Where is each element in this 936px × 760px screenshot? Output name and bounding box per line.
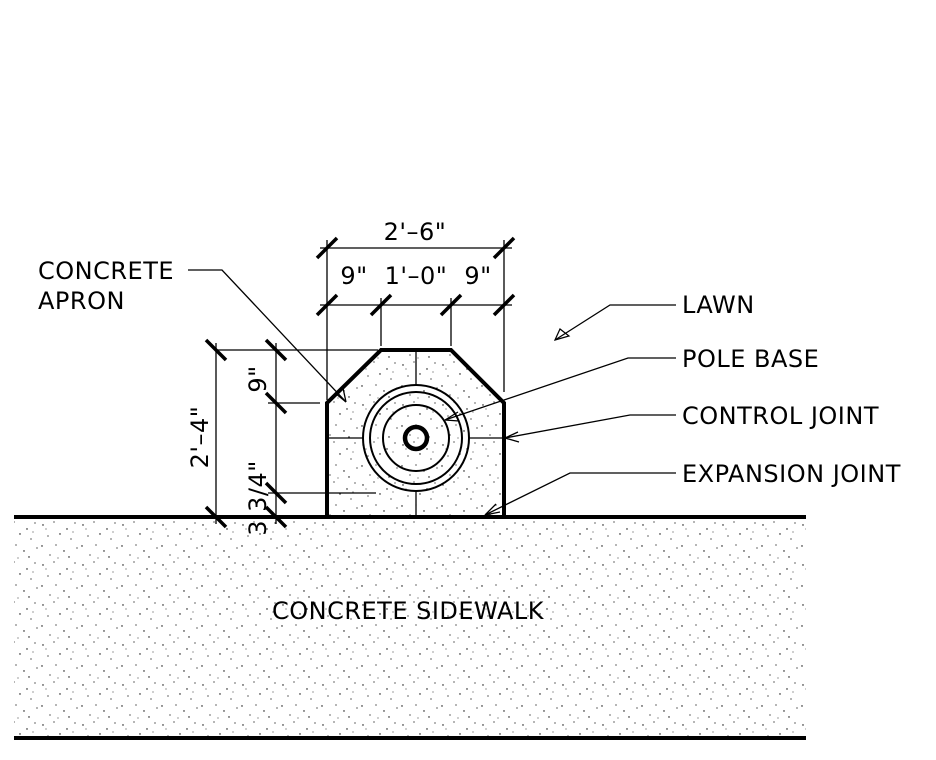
expansion-joint-leader bbox=[484, 472, 676, 516]
left-width-label: 9" bbox=[340, 262, 367, 290]
leader-arrowhead bbox=[334, 387, 347, 403]
pole-base-outer-ring bbox=[369, 391, 463, 485]
lawn-label: LAWN bbox=[682, 291, 755, 319]
leaders bbox=[188, 269, 676, 516]
tick-mark bbox=[492, 293, 516, 317]
control-joint-label: CONTROL JOINT bbox=[682, 402, 879, 430]
concrete-sidewalk bbox=[14, 515, 806, 740]
concrete-apron-leader bbox=[188, 269, 347, 403]
leader-arrowhead bbox=[444, 411, 460, 422]
expansion-joint-ring bbox=[362, 384, 470, 492]
top-dimensions: 2'–6" 9" 1'–0" 9" bbox=[315, 218, 516, 400]
pole-base bbox=[362, 384, 470, 492]
tick-mark bbox=[492, 236, 516, 260]
overall-width-label: 2'–6" bbox=[384, 218, 447, 246]
apron-stipple bbox=[327, 350, 504, 517]
leader-arrowhead bbox=[504, 431, 520, 443]
tick-mark bbox=[204, 338, 228, 362]
tick-mark bbox=[204, 505, 228, 529]
overall-height-label: 2'–4" bbox=[186, 406, 214, 469]
concrete-apron-label-line1: CONCRETE bbox=[38, 257, 174, 285]
concrete-apron bbox=[325, 348, 506, 517]
bottom-offset-label: 3 3/4" bbox=[244, 460, 272, 536]
right-width-label: 9" bbox=[464, 262, 491, 290]
tick-mark bbox=[439, 293, 463, 317]
sidewalk-stipple bbox=[14, 517, 806, 738]
leader-arrowhead bbox=[553, 328, 571, 341]
lawn-leader bbox=[554, 304, 676, 341]
expansion-joint-label: EXPANSION JOINT bbox=[682, 460, 901, 488]
leader-arrowhead bbox=[484, 503, 501, 516]
center-width-label: 1'–0" bbox=[385, 262, 448, 290]
pole-base-leader bbox=[444, 357, 676, 421]
tick-mark bbox=[264, 391, 288, 415]
concrete-apron-label-line2: APRON bbox=[38, 287, 125, 315]
callout-labels: CONCRETE APRON LAWN POLE BASE CONTROL JO… bbox=[38, 257, 901, 625]
pole-anchor-icon bbox=[402, 424, 430, 452]
tick-mark bbox=[315, 293, 339, 317]
tick-mark bbox=[315, 236, 339, 260]
tick-mark bbox=[264, 338, 288, 362]
tick-mark bbox=[369, 293, 393, 317]
concrete-sidewalk-label: CONCRETE SIDEWALK bbox=[272, 597, 545, 625]
tick-mark bbox=[264, 481, 288, 505]
top-chamfer-label: 9" bbox=[244, 365, 272, 392]
pole-base-ring bbox=[382, 404, 450, 472]
pole-base-label: POLE BASE bbox=[682, 345, 819, 373]
control-joint-leader bbox=[504, 414, 676, 439]
left-dimensions: 2'–4" 9" 3 3/4" bbox=[186, 338, 378, 536]
tick-mark bbox=[264, 505, 288, 529]
